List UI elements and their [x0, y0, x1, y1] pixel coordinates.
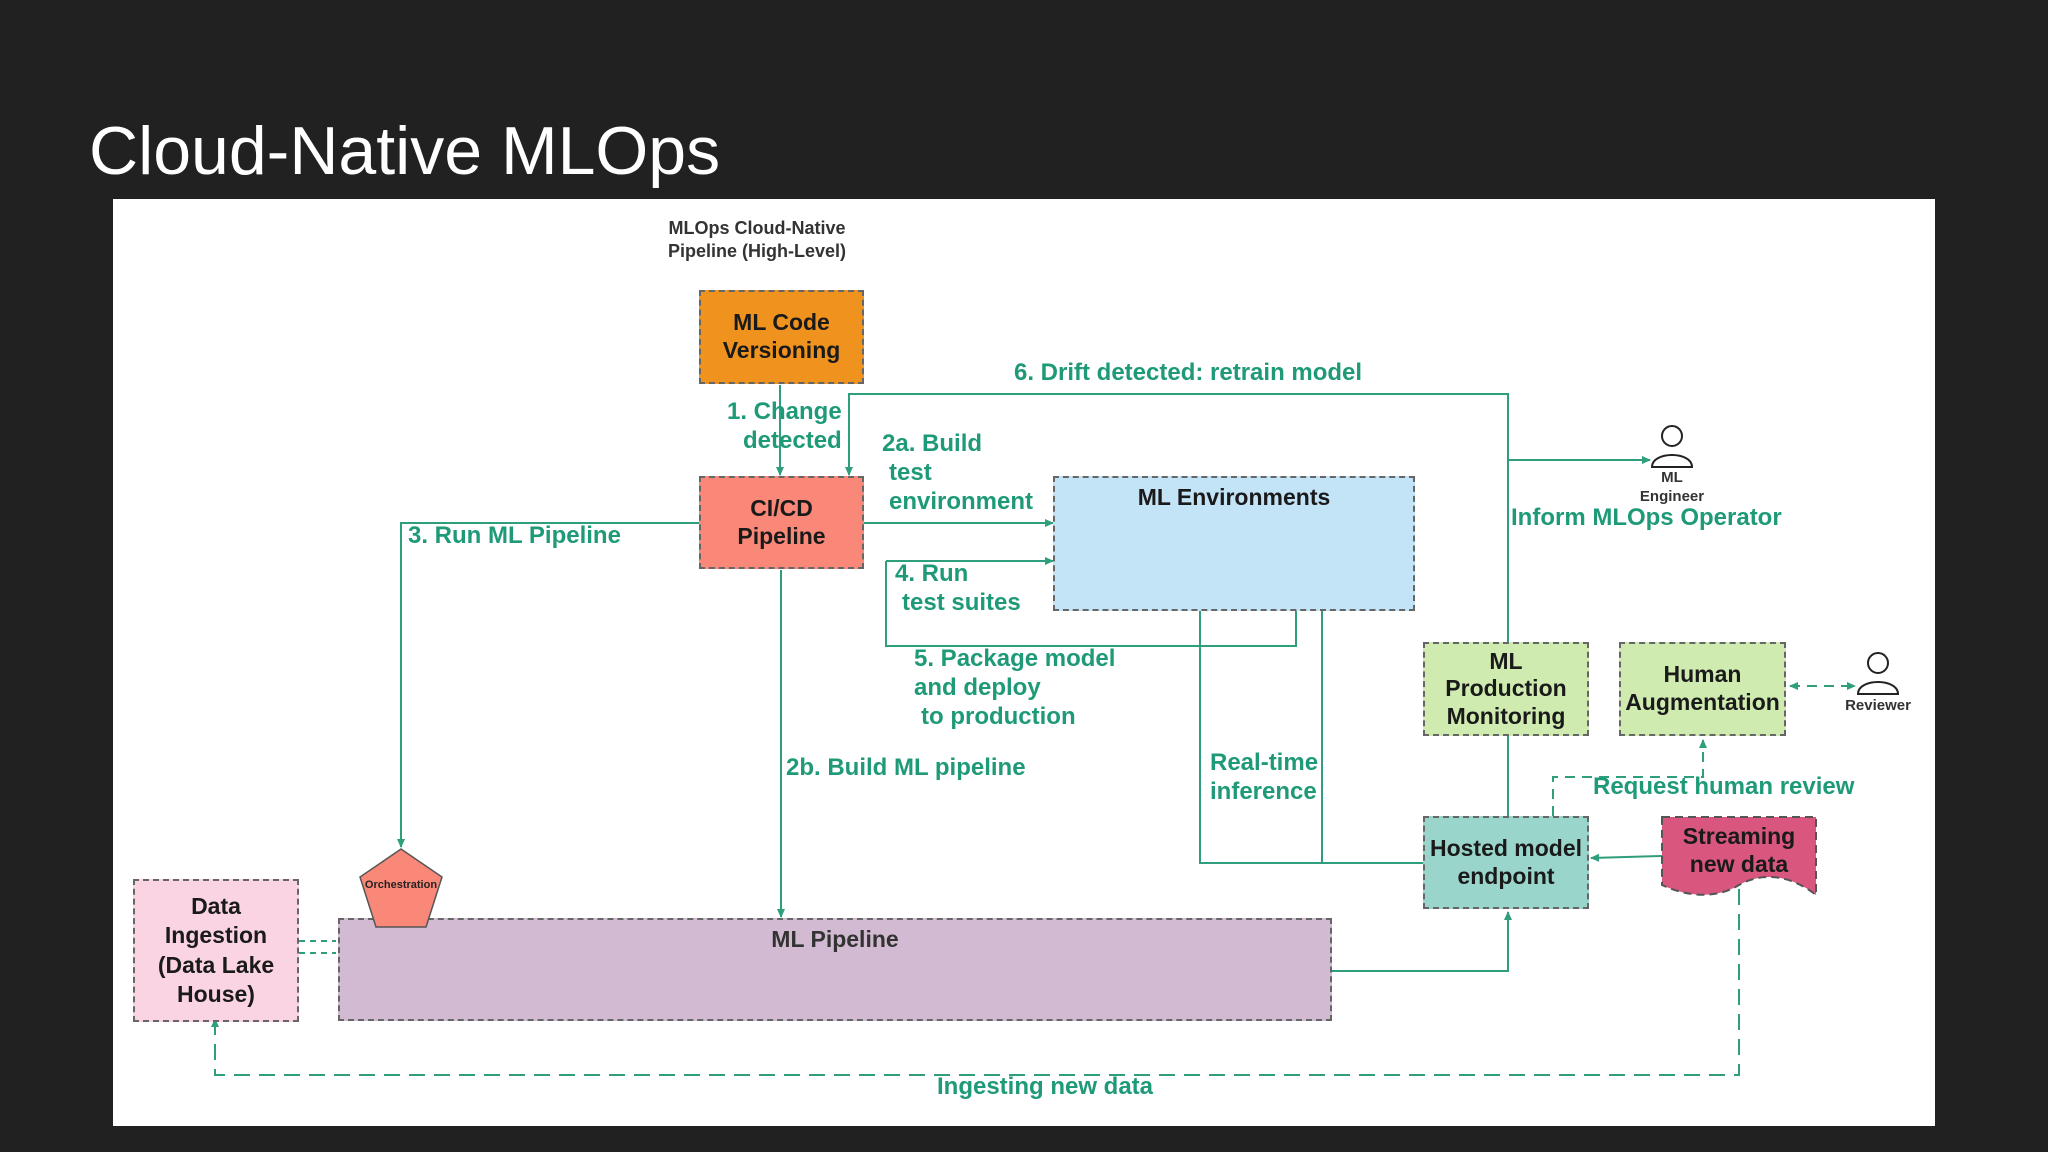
cicd-pipeline-node: CI/CD Pipeline — [699, 476, 864, 569]
ml-production-monitoring-node: ML Production Monitoring — [1423, 642, 1589, 736]
ml-code-versioning-node: ML Code Versioning — [699, 290, 864, 384]
streaming-new-data-shape — [1661, 816, 1817, 897]
ml-pipeline-node: ML Pipeline — [338, 918, 1332, 1021]
reviewer-icon — [1856, 652, 1900, 695]
human-augmentation-node: Human Augmentation — [1619, 642, 1786, 736]
diagram-canvas: MLOps Cloud-Native Pipeline (High-Level)… — [113, 199, 1935, 1126]
label-package-deploy: 5. Package model and deploy to productio… — [914, 645, 1116, 730]
hosted-model-endpoint-node: Hosted model endpoint — [1423, 816, 1589, 909]
edge-pipeline-to-endpoint — [1331, 911, 1512, 972]
label-drift-retrain: 6. Drift detected: retrain model — [1014, 359, 1363, 386]
ml-engineer-caption: ML Engineer — [1639, 469, 1705, 505]
label-run-test-suites: 4. Run test suites — [895, 560, 1021, 616]
reviewer-caption: Reviewer — [1845, 697, 1911, 714]
label-ingesting-new-data: Ingesting new data — [937, 1073, 1154, 1100]
label-request-review: Request human review — [1593, 773, 1855, 800]
edge-ingesting-new-data — [211, 889, 1740, 1076]
orchestration-shape — [359, 848, 443, 928]
edge-run-ml-pipeline — [397, 522, 699, 848]
streaming-new-data-label: Streaming new data — [1682, 823, 1796, 877]
data-ingestion-node: Data Ingestion (Data Lake House) — [133, 879, 299, 1022]
orchestration-label: Orchestration — [364, 879, 438, 891]
edge-drift-retrain — [845, 393, 1509, 651]
label-run-ml-pipeline: 3. Run ML Pipeline — [408, 522, 621, 549]
ml-engineer-icon — [1650, 425, 1694, 468]
label-inform-operator: Inform MLOps Operator — [1511, 504, 1782, 531]
connector-layer — [211, 385, 1856, 1076]
slide-title: Cloud-Native MLOps — [89, 113, 721, 189]
edge-request-review — [1552, 739, 1707, 816]
edge-realtime-inference — [1199, 611, 1423, 864]
label-realtime-inference: Real-time inference — [1210, 749, 1319, 805]
edge-stream-to-endpoint — [1590, 853, 1663, 862]
label-build-ml-pipeline: 2b. Build ML pipeline — [786, 754, 1026, 781]
edge-package-deploy — [885, 561, 1300, 647]
label-build-test-env: 2a. Build test environment — [882, 430, 1034, 515]
diagram-caption: MLOps Cloud-Native Pipeline (High-Level) — [667, 218, 847, 261]
label-change-detected: 1. Change detected — [727, 398, 842, 454]
ml-environments-node: ML Environments — [1053, 476, 1415, 611]
